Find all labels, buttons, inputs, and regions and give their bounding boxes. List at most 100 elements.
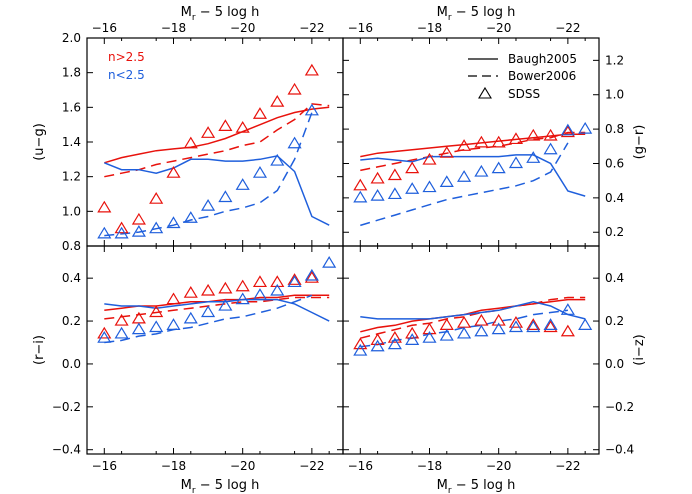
bottom-left-y-tick-label: −0.4 bbox=[52, 443, 81, 457]
top-left-y-tick-label: 1.6 bbox=[62, 100, 81, 114]
legend-triangle-marker bbox=[478, 86, 492, 99]
bottom-left-red-sdss-point bbox=[252, 275, 268, 288]
top-left-blue-sdss-point bbox=[235, 178, 250, 190]
top-left-red-sdss-point bbox=[201, 126, 216, 138]
top-left-red-sdss-point bbox=[218, 119, 233, 131]
bottom-right-blue-sdss-point bbox=[578, 318, 593, 330]
bottom-right-red-sdss-point bbox=[422, 322, 437, 335]
bottom-right-red-sdss-point bbox=[439, 318, 454, 330]
bottom-left-blue-sdss-point bbox=[183, 311, 198, 324]
legend-n-greater-label: n>2.5 bbox=[108, 50, 145, 64]
bottom-right-y-tick-label: 0.0 bbox=[605, 357, 624, 371]
top-left-blue-sdss-point bbox=[131, 224, 146, 237]
bottom-right-blue-sdss-point bbox=[405, 333, 420, 345]
top-right-blue-sdss-point bbox=[439, 175, 454, 187]
bottom-left-red-bower2006-line bbox=[104, 296, 330, 320]
top-right-blue-sdss-point bbox=[387, 187, 402, 200]
bottom-left-blue-sdss-point bbox=[287, 275, 302, 288]
top-right-red-sdss-point bbox=[474, 135, 489, 148]
bottom-right-blue-sdss-point bbox=[560, 303, 575, 315]
bottom-right-frame bbox=[342, 245, 600, 455]
top-left-x-tick-label: −18 bbox=[161, 21, 186, 35]
bottom-left-frame bbox=[86, 245, 344, 455]
top-right-blue-baugh2005-line bbox=[360, 154, 586, 197]
top-right-red-sdss-point bbox=[387, 168, 402, 181]
top-right-x-tick-label: −20 bbox=[486, 21, 511, 35]
bottom-right-red-sdss-point bbox=[405, 326, 420, 339]
bottom-left-y-tick-label: 0.2 bbox=[62, 314, 81, 328]
top-left-blue-sdss-point bbox=[97, 226, 112, 239]
top-left-x-tick-label: −16 bbox=[92, 21, 117, 35]
bottom-left-y-tick-label: 0.0 bbox=[62, 357, 81, 371]
top-left-blue-sdss-point bbox=[304, 103, 319, 116]
top-right-red-bower2006-line bbox=[360, 131, 586, 172]
top-right-blue-sdss-point bbox=[508, 156, 524, 169]
bottom-left-x-tick-label: −22 bbox=[299, 459, 324, 473]
bottom-left-red-sdss-point bbox=[218, 281, 233, 294]
bottom-left-red-sdss-point bbox=[97, 326, 112, 339]
bottom-right-red-sdss-point bbox=[543, 320, 558, 333]
top-left-red-sdss-point bbox=[183, 136, 198, 149]
top-right-blue-sdss-point bbox=[491, 161, 506, 174]
top-left-red-sdss-point bbox=[166, 166, 181, 178]
bottom-right-x-tick-label: −20 bbox=[486, 459, 511, 473]
bottom-left-red-sdss-point bbox=[149, 305, 164, 318]
top-left-red-sdss-point bbox=[114, 221, 129, 234]
legend-bower-label: Bower2006 bbox=[508, 69, 576, 83]
bottom-left-x-tick-label: −18 bbox=[161, 459, 186, 473]
bottom-right-x-tick-label: −22 bbox=[555, 459, 580, 473]
bottom-right-red-baugh2005-line bbox=[360, 298, 586, 333]
top-right-y-tick-label: 1.2 bbox=[605, 53, 624, 67]
top-left-panel: −16−18−20−220.81.01.21.41.61.82.0(u−g) bbox=[32, 21, 344, 253]
bottom-right-blue-sdss-point bbox=[370, 339, 385, 352]
bottom-left-blue-sdss-point bbox=[270, 283, 285, 296]
top-left-blue-sdss-point bbox=[218, 190, 233, 203]
top-right-y-tick-label: 0.8 bbox=[605, 122, 624, 136]
top-left-red-sdss-point bbox=[252, 107, 268, 119]
bottom-right-x-tick-label: −18 bbox=[417, 459, 442, 473]
bottom-left-y-tick-label: 0.4 bbox=[62, 271, 81, 285]
top-right-red-sdss-point bbox=[439, 146, 454, 158]
bottom-left-blue-sdss-point bbox=[149, 320, 164, 333]
bottom-right-red-sdss-point bbox=[526, 318, 541, 330]
bottom-left-blue-sdss-point bbox=[97, 331, 112, 343]
bottom-right-blue-sdss-point bbox=[387, 337, 402, 350]
bottom-left-red-sdss-point bbox=[287, 273, 302, 285]
bottom-right-y-axis-label: (i−z) bbox=[632, 334, 647, 365]
bottom-right-blue-sdss-point bbox=[353, 343, 368, 356]
top-right-red-sdss-point bbox=[543, 128, 558, 141]
top-left-plot-area bbox=[97, 63, 330, 239]
bottom-right-blue-sdss-point bbox=[526, 320, 541, 333]
top-left-y-tick-label: 1.8 bbox=[62, 66, 81, 80]
top-left-y-tick-label: 2.0 bbox=[62, 31, 81, 45]
top-left-blue-sdss-point bbox=[270, 153, 285, 166]
legend: Baugh2005 Bower2006 SDSS bbox=[468, 52, 577, 101]
bottom-left-blue-sdss-point bbox=[201, 305, 216, 318]
bottom-left-x-tick-label: −16 bbox=[92, 459, 117, 473]
top-left-blue-sdss-point bbox=[183, 211, 198, 223]
bottom-right-red-bower2006-line bbox=[360, 296, 586, 339]
top-right-x-tick-label: −16 bbox=[348, 21, 373, 35]
top-right-blue-sdss-point bbox=[370, 188, 385, 201]
top-right-y-tick-label: 0.2 bbox=[605, 225, 624, 239]
top-left-blue-sdss-point bbox=[287, 136, 302, 149]
top-left-blue-sdss-point bbox=[114, 226, 129, 239]
bottom-left-red-sdss-point bbox=[270, 275, 285, 288]
top-right-red-sdss-point bbox=[491, 135, 506, 148]
top-right-red-sdss-point bbox=[560, 125, 575, 138]
legend-sdss-label: SDSS bbox=[508, 87, 540, 101]
bottom-right-red-sdss-point bbox=[370, 333, 385, 345]
top-right-y-axis-label: (g−r) bbox=[632, 125, 647, 160]
top-right-blue-sdss-point bbox=[526, 151, 541, 163]
top-right-panel: −16−18−20−220.20.40.60.81.01.2(g−r) bbox=[342, 21, 647, 247]
bottom-left-red-sdss-point bbox=[201, 283, 216, 296]
top-left-red-sdss-point bbox=[270, 94, 285, 107]
top-right-plot-area bbox=[353, 121, 593, 227]
top-left-blue-sdss-point bbox=[149, 221, 164, 234]
top-right-red-sdss-point bbox=[405, 161, 420, 174]
top-right-red-sdss-point bbox=[353, 178, 368, 191]
bottom-right-red-sdss-point bbox=[353, 337, 368, 350]
bottom-right-x-tick-label: −16 bbox=[348, 459, 373, 473]
bottom-left-y-tick-label: −0.2 bbox=[52, 400, 81, 414]
